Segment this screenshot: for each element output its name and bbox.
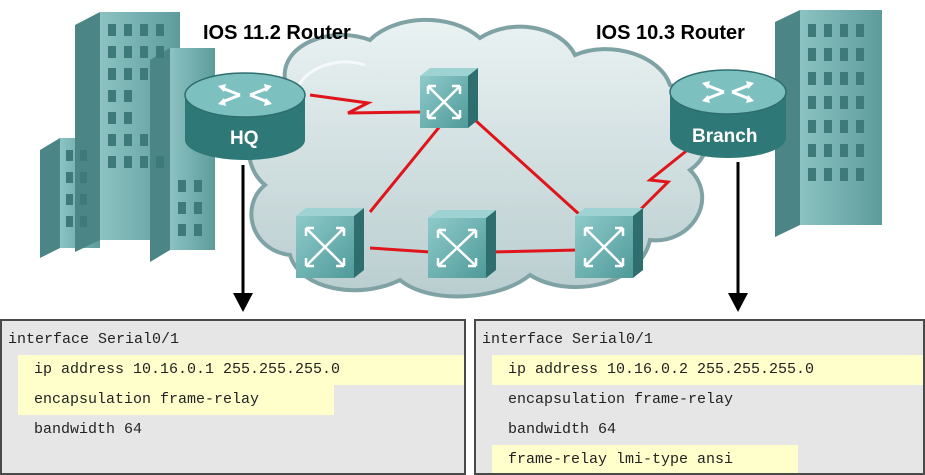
frame-relay-switch-icons [296,68,643,278]
pvc-link-bottom-left [369,246,431,254]
config-line: bandwidth 64 [34,421,143,438]
config-line-highlighted: frame-relay lmi-type ansi [492,445,798,473]
branch-config-arrow [728,162,748,312]
switch-icon [420,68,478,128]
config-line: bandwidth 64 [508,421,617,438]
pvc-link-bottom-right [489,248,579,254]
switch-icon [296,208,364,278]
hq-router-label: HQ [230,128,259,149]
hq-router-icon [184,72,306,160]
branch-router-icon [669,69,787,158]
red-links [309,93,701,254]
config-line-highlighted: encapsulation frame-relay [18,385,334,415]
branch-access-link [638,138,701,212]
config-line-highlighted: ip address 10.16.0.1 255.255.255.0 [18,355,464,385]
switch-icon [428,210,496,278]
config-line: interface Serial0/1 [8,331,180,348]
branch-building-icon [775,10,882,237]
hq-config-arrow [233,165,253,312]
switch-icon [575,208,643,278]
hq-config-panel: interface Serial0/1 ip address 10.16.0.1… [0,319,466,475]
hq-building-icon [40,12,215,262]
branch-router-title: IOS 10.3 Router [596,22,745,44]
hq-access-link [309,93,421,115]
config-line: interface Serial0/1 [482,331,654,348]
config-line: encapsulation frame-relay [508,391,734,408]
pvc-link-top-right [473,118,582,217]
config-line-highlighted: ip address 10.16.0.2 255.255.255.0 [492,355,923,385]
pvc-link-top-left [368,119,447,213]
network-diagram [40,10,882,312]
branch-config-panel: interface Serial0/1 ip address 10.16.0.2… [474,319,925,475]
hq-router-title: IOS 11.2 Router [203,22,351,44]
branch-router-label: Branch [692,126,758,147]
